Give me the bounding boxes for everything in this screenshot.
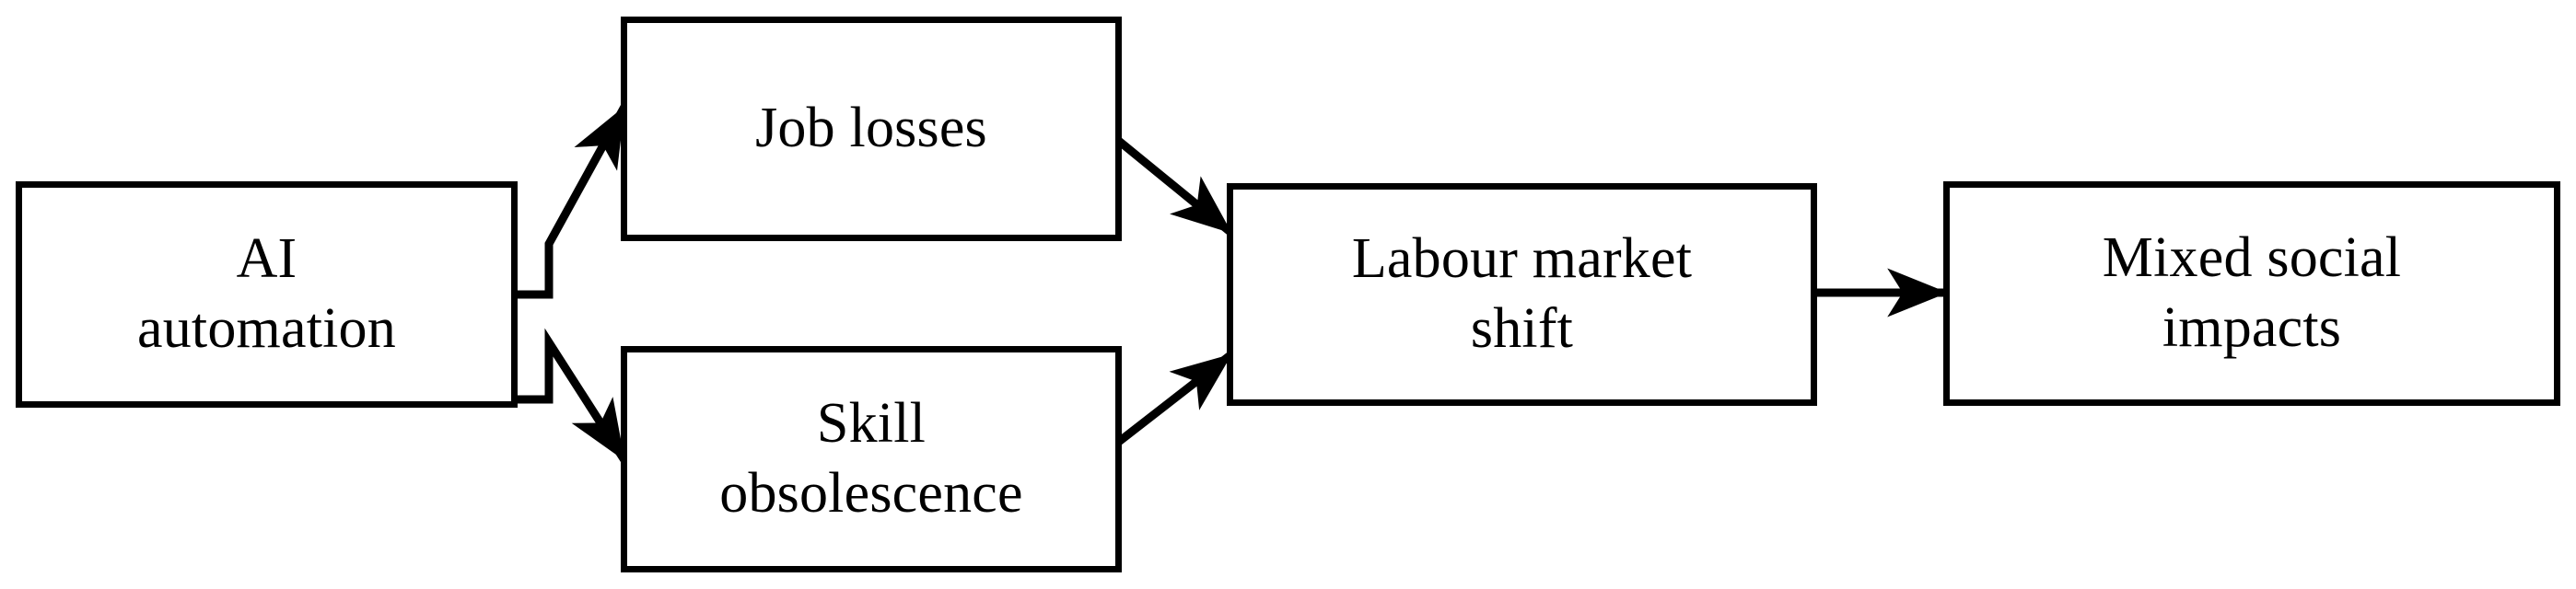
node-mixed-social-impacts[interactable]: Mixed social impacts — [1943, 181, 2560, 406]
node-ai-automation[interactable]: AI automation — [16, 181, 518, 408]
node-label-ai-automation: AI automation — [137, 227, 396, 360]
node-labour-market-shift[interactable]: Labour market shift — [1227, 183, 1817, 406]
node-label-job-losses: Job losses — [755, 97, 987, 160]
edge-ai-to-job-losses — [518, 104, 628, 299]
node-label-mixed-social-impacts: Mixed social impacts — [2102, 226, 2402, 359]
node-label-skill-obsolescence: Skill obsolescence — [719, 392, 1023, 525]
node-skill-obsolescence[interactable]: Skill obsolescence — [621, 346, 1122, 572]
node-label-labour-market-shift: Labour market shift — [1351, 227, 1693, 360]
node-job-losses[interactable]: Job losses — [621, 17, 1122, 241]
edge-ai-to-skill-obsolescence — [518, 328, 628, 463]
